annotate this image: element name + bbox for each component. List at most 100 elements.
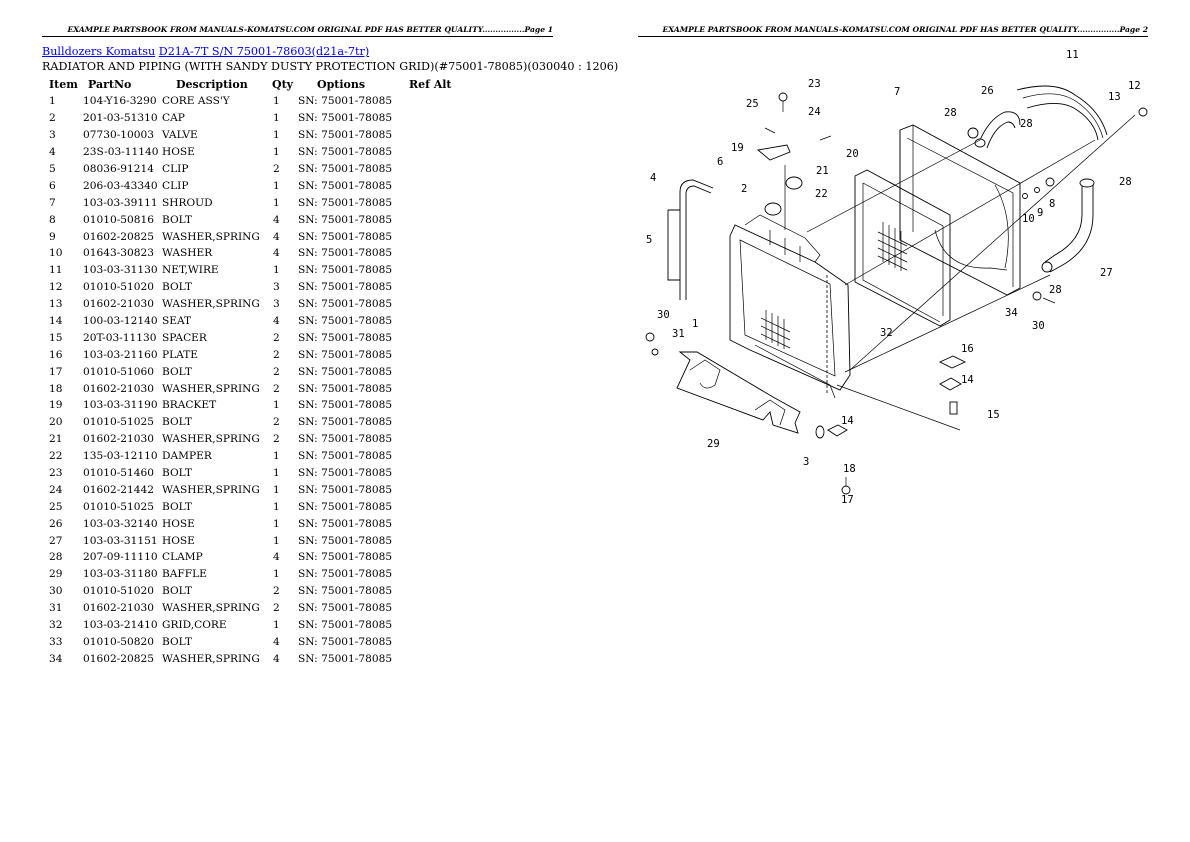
cell-options: SN: 75001-78085 [298,450,393,463]
cell-item: 31 [49,602,63,615]
cell-partno: 103-03-39111 [83,196,158,209]
callout-label: 1 [692,318,698,330]
callout-label: 3 [803,456,809,468]
cell-qty: 2 [273,416,280,429]
column-header-qty: Qty [272,78,294,91]
cell-item: 21 [49,433,63,446]
cell-qty: 3 [273,281,280,294]
cell-description: WASHER,SPRING [162,433,260,446]
cell-ref-alt [409,313,469,330]
cell-item: 30 [49,585,63,598]
baffle-drawing [676,351,801,434]
cell-qty: 2 [273,365,280,378]
cell-options: SN: 75001-78085 [298,298,393,311]
shroud-drawing [899,124,1021,296]
cell-description: WASHER,SPRING [162,483,260,496]
cell-partno: 206-03-43340 [83,179,158,192]
cell-options: SN: 75001-78085 [298,551,393,564]
cell-options: SN: 75001-78085 [298,95,393,108]
cell-ref-alt [409,498,469,515]
cell-qty: 2 [273,585,280,598]
cell-options: SN: 75001-78085 [298,213,393,226]
cell-options: SN: 75001-78085 [298,331,393,344]
cell-partno: 08036-91214 [83,163,154,175]
cell-description: SPACER [162,331,207,344]
cell-item: 1 [49,95,56,108]
cell-ref-alt [409,346,469,363]
callout-label: 7 [894,86,900,98]
cell-description: BOLT [162,365,192,378]
cell-qty: 4 [273,551,280,564]
breadcrumb-category-link[interactable]: Bulldozers Komatsu [42,45,156,58]
cell-qty: 1 [273,467,280,480]
section-title: RADIATOR AND PIPING (WITH SANDY DUSTY PR… [42,60,619,73]
cell-item: 13 [49,298,63,311]
cell-item: 25 [49,500,63,513]
cell-description: BAFFLE [162,568,207,581]
callout-label: 4 [650,172,656,184]
cell-description: GRID,CORE [162,619,227,632]
cell-partno: 01010-51060 [83,365,154,378]
cell-description: WASHER,SPRING [162,602,260,615]
cell-partno: 07730-10003 [83,129,154,142]
callout-label: 24 [808,106,821,118]
cell-qty: 2 [273,602,280,615]
cell-ref-alt [409,296,469,313]
callout-label: 34 [1005,307,1018,319]
callout-label: 14 [841,415,854,427]
cell-item: 29 [49,568,63,581]
callout-label: 17 [841,494,854,506]
callout-label: 12 [1128,80,1141,92]
callout-label: 6 [717,156,723,168]
cell-qty: 4 [273,230,280,243]
breadcrumb-model-link[interactable]: D21A-7T S/N 75001-78603(d21a-7tr) [158,45,370,58]
cell-description: WASHER,SPRING [162,382,260,395]
cell-description: DAMPER [162,450,212,463]
cell-description: HOSE [162,146,195,159]
callout-label: 26 [981,85,994,97]
callout-label: 31 [672,328,685,340]
cell-options: SN: 75001-78085 [298,652,393,665]
cell-item: 34 [49,652,63,665]
cell-partno: 01643-30823 [83,247,154,260]
cell-partno: 01010-51025 [83,416,154,429]
cell-qty: 1 [273,450,280,463]
cell-qty: 1 [273,179,280,192]
cell-item: 23 [49,467,63,480]
cell-options: SN: 75001-78085 [298,264,393,277]
cell-description: WASHER [162,247,213,260]
cell-qty: 1 [273,517,280,530]
cell-item: 26 [49,517,63,530]
cell-description: BOLT [162,213,192,226]
cell-ref-alt [409,431,469,448]
cell-description: BOLT [162,635,192,648]
cell-qty: 2 [273,331,280,344]
cell-ref-alt [409,177,469,194]
cell-partno: 01602-21030 [83,433,154,446]
cell-description: WASHER,SPRING [162,230,260,243]
cell-ref-alt [409,228,469,245]
cell-item: 14 [49,315,63,328]
cell-description: BOLT [162,416,192,429]
callout-label: 30 [1032,320,1045,332]
callout-label: 14 [961,374,974,386]
cell-options: SN: 75001-78085 [298,500,393,513]
cell-description: CORE ASS'Y [162,95,230,108]
callout-label: 25 [746,98,759,110]
cell-partno: 103-03-21410 [83,619,158,632]
callout-label: 22 [815,188,828,200]
